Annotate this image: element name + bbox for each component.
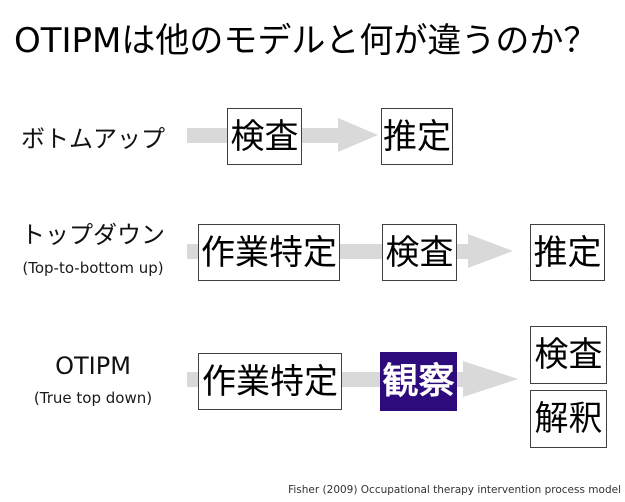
box-row3-kaishaku: 解釈 xyxy=(530,390,607,448)
row-otipm-sublabel: (True top down) xyxy=(33,389,153,407)
box-row3-kansatsu-highlight: 観察 xyxy=(380,352,457,411)
box-row3-sagyo-tokutei: 作業特定 xyxy=(198,353,342,410)
row-otipm-label: OTIPM xyxy=(55,352,131,380)
box-row2-suitei: 推定 xyxy=(530,224,605,281)
row-top-down-sublabel: (Top-to-bottom up) xyxy=(22,259,164,277)
arrow-head-icon-row2 xyxy=(468,234,513,268)
box-row2-sagyo-tokutei: 作業特定 xyxy=(198,224,340,281)
box-row2-kensa: 検査 xyxy=(382,224,457,281)
citation-text: Fisher (2009) Occupational therapy inter… xyxy=(288,484,621,496)
box-row3-kensa: 検査 xyxy=(530,326,607,384)
page-title: OTIPMは他のモデルと何が違うのか？ xyxy=(14,21,598,61)
box-row1-kensa: 検査 xyxy=(227,108,302,165)
box-row1-suitei: 推定 xyxy=(381,108,453,165)
arrow-head-icon-row1 xyxy=(338,118,378,152)
row-bottom-up-label: ボトムアップ xyxy=(21,125,165,153)
arrow-head-icon-row3 xyxy=(463,361,518,397)
row-top-down-label: トップダウン xyxy=(21,221,165,249)
